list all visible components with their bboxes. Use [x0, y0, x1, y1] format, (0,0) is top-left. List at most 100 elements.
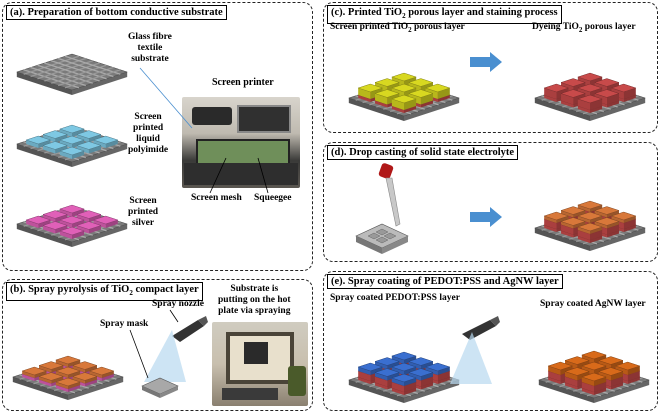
textile-side-right: [404, 98, 460, 121]
cell-side: [88, 214, 101, 223]
cell-side: [387, 372, 400, 381]
weave-line: [58, 66, 114, 87]
cell-side: [76, 145, 89, 154]
cell-top: [391, 72, 417, 82]
cell-top: [577, 200, 603, 210]
cell-side: [590, 105, 603, 113]
weave-line: [64, 55, 121, 75]
cell-top: [581, 361, 607, 371]
cell-side: [375, 376, 388, 387]
weave-line: [51, 64, 107, 84]
compact-layer-substrate: [11, 355, 125, 400]
cell-side: [606, 230, 619, 238]
cell-side: [437, 377, 450, 384]
cell-side: [565, 371, 578, 381]
cell-side: [594, 355, 607, 364]
cell-side: [375, 93, 388, 105]
cell-side: [43, 145, 56, 154]
cell-side: [565, 376, 578, 387]
cell-top: [59, 204, 85, 214]
cell-side: [565, 382, 578, 390]
cell-side: [59, 209, 72, 217]
cell-top: [92, 135, 119, 145]
cell-side: [544, 225, 557, 232]
cell-side: [404, 367, 417, 375]
cell-top: [597, 367, 624, 376]
cell-side: [606, 210, 619, 218]
cell-side: [39, 379, 52, 387]
cell-side: [627, 366, 640, 375]
cell-side: [55, 214, 68, 223]
cell-top: [610, 211, 637, 221]
cell-side: [420, 93, 433, 105]
cell-side: [391, 381, 404, 392]
cell-side: [370, 367, 383, 375]
cell-side: [387, 361, 400, 370]
panel-c: (c). Printed TiO2 porous layer and stain…: [323, 2, 658, 133]
cell-side: [93, 140, 106, 148]
cell-side: [84, 365, 97, 373]
cell-side: [26, 140, 39, 148]
cell-side: [561, 100, 574, 108]
cell-top: [55, 377, 81, 387]
cell-side: [391, 377, 404, 386]
hotplate-photo: [212, 322, 308, 406]
cell-top: [593, 89, 620, 98]
cell-side: [623, 216, 636, 223]
cell-top: [55, 366, 81, 376]
cell-top: [597, 356, 624, 365]
textile-substrate: [15, 53, 129, 95]
cell-side: [544, 88, 557, 99]
textile-side-left: [534, 228, 590, 251]
cell-top: [547, 361, 574, 371]
label-squeegee: Squeegee: [254, 193, 292, 203]
cell-side: [39, 376, 52, 384]
cell-side: [577, 360, 590, 370]
cell-side: [89, 371, 102, 378]
cell-side: [420, 376, 433, 387]
cell-side: [594, 387, 607, 395]
cell-side: [561, 224, 574, 235]
cell-side: [627, 371, 640, 381]
cell-side: [560, 366, 573, 375]
cell-side: [72, 150, 85, 159]
textile-side-left: [348, 98, 404, 121]
cell-side: [55, 384, 68, 392]
cell-side: [420, 361, 433, 370]
cell-side: [34, 371, 47, 378]
cell-side: [590, 216, 603, 223]
cell-side: [610, 376, 623, 387]
cell-side: [59, 220, 72, 228]
cell-side: [84, 379, 97, 387]
cell-side: [581, 355, 594, 364]
spray-nozzle-icon: [172, 316, 208, 342]
cell-side: [105, 140, 118, 148]
label-spray-nozzle: Spray nozzle: [152, 299, 204, 309]
electrolyte-substrate: [533, 200, 647, 251]
cell-side: [590, 98, 603, 110]
agnw-substrate: [537, 350, 651, 403]
cell-top: [357, 362, 384, 372]
cell-side: [68, 381, 81, 389]
cell-top: [75, 130, 102, 139]
textile-side-right: [68, 377, 124, 400]
textile-side-left: [16, 72, 72, 95]
cell-side: [404, 377, 417, 386]
cell-side: [606, 93, 619, 105]
cell-side: [375, 100, 388, 108]
cell-side: [610, 371, 623, 381]
cell-side: [26, 220, 39, 228]
cell-side: [561, 230, 574, 238]
cell-side: [573, 210, 586, 218]
cell-top: [581, 350, 607, 360]
cell-side: [611, 216, 624, 223]
cell-side: [565, 360, 578, 370]
cell-side: [556, 216, 569, 223]
cell-side: [39, 365, 52, 373]
silver-substrate: [15, 204, 129, 247]
cell-top: [610, 83, 637, 93]
panel-b: (b). Spray pyrolysis of TiO2 compact lay…: [2, 279, 313, 411]
cell-side: [59, 230, 72, 239]
cell-top: [391, 373, 417, 383]
